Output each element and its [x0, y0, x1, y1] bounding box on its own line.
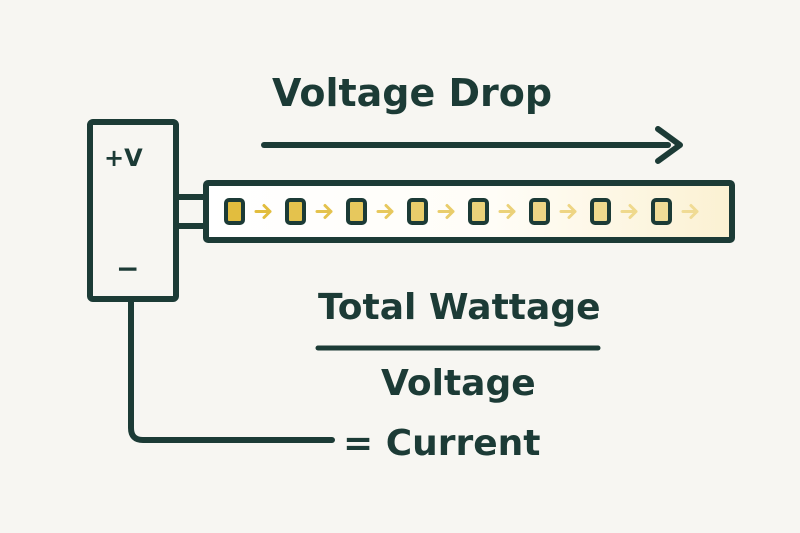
flow-arrow-icon [620, 204, 638, 219]
return-wire [128, 296, 335, 443]
flow-arrow-icon [437, 204, 455, 219]
led-chip-icon [224, 198, 245, 225]
led-chip-icon [529, 198, 550, 225]
formula-denominator: Voltage [381, 363, 536, 404]
flow-arrow-icon [315, 204, 333, 219]
flow-arrow-icon [498, 204, 516, 219]
led-chip-icon [407, 198, 428, 225]
direction-arrow-icon [261, 126, 683, 164]
flow-arrow-icon [559, 204, 577, 219]
led-chip-icon [285, 198, 306, 225]
led-strip-elements [224, 198, 699, 225]
flow-arrow-icon [254, 204, 272, 219]
negative-terminal-label: − [116, 252, 140, 285]
formula-result: = Current [343, 423, 541, 464]
led-chip-icon [590, 198, 611, 225]
led-chip-icon [468, 198, 489, 225]
formula-numerator: Total Wattage [318, 287, 601, 328]
positive-terminal-label: +V [104, 144, 143, 172]
flow-arrow-icon [681, 204, 699, 219]
flow-arrow-icon [376, 204, 394, 219]
led-chip-icon [651, 198, 672, 225]
diagram-title: Voltage Drop [272, 71, 553, 115]
led-chip-icon [346, 198, 367, 225]
